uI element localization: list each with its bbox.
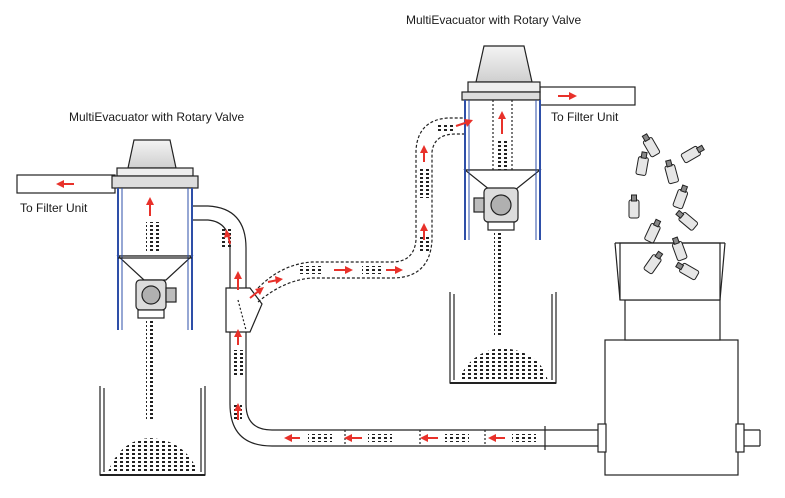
arrow-branch-2 xyxy=(334,266,353,274)
arrow-right-evac-up xyxy=(498,111,506,134)
left-filter-label: To Filter Unit xyxy=(20,201,88,215)
arrow-riser-3 xyxy=(234,271,242,290)
arrow-riser-1 xyxy=(234,403,242,420)
material-particles xyxy=(108,124,548,472)
left-evacuator xyxy=(16,139,199,330)
flow-arrows xyxy=(56,92,577,442)
arrow-filter-right xyxy=(558,92,577,100)
bottles xyxy=(628,133,705,281)
arrow-riser-2 xyxy=(234,329,242,345)
arrow-diverter xyxy=(249,287,264,299)
arrow-left-elbow xyxy=(224,229,231,245)
riser-pipe xyxy=(185,205,263,340)
arrow-branch-1 xyxy=(267,276,283,284)
right-bin xyxy=(449,292,557,384)
arrow-left-evac-up xyxy=(146,197,154,216)
arrow-branch-up-2 xyxy=(420,145,428,162)
arrow-bottom-4 xyxy=(488,434,505,442)
arrow-bottom-2 xyxy=(344,434,362,442)
arrow-filter-left xyxy=(56,180,74,188)
left-evacuator-label: MultiEvacuator with Rotary Valve xyxy=(69,110,245,124)
source-unit xyxy=(597,242,745,476)
arrow-branch-3 xyxy=(386,266,403,274)
right-evacuator xyxy=(461,45,636,240)
upper-branch-pipe xyxy=(257,117,480,303)
right-filter-label: To Filter Unit xyxy=(551,110,619,124)
arrow-bottom-1 xyxy=(284,434,300,442)
right-evacuator-label: MultiEvacuator with Rotary Valve xyxy=(406,13,582,27)
bottom-pipe xyxy=(229,340,761,450)
arrow-branch-top xyxy=(455,119,473,127)
arrow-bottom-3 xyxy=(420,434,438,442)
left-bin xyxy=(99,386,206,476)
arrow-branch-up-1 xyxy=(420,223,428,240)
